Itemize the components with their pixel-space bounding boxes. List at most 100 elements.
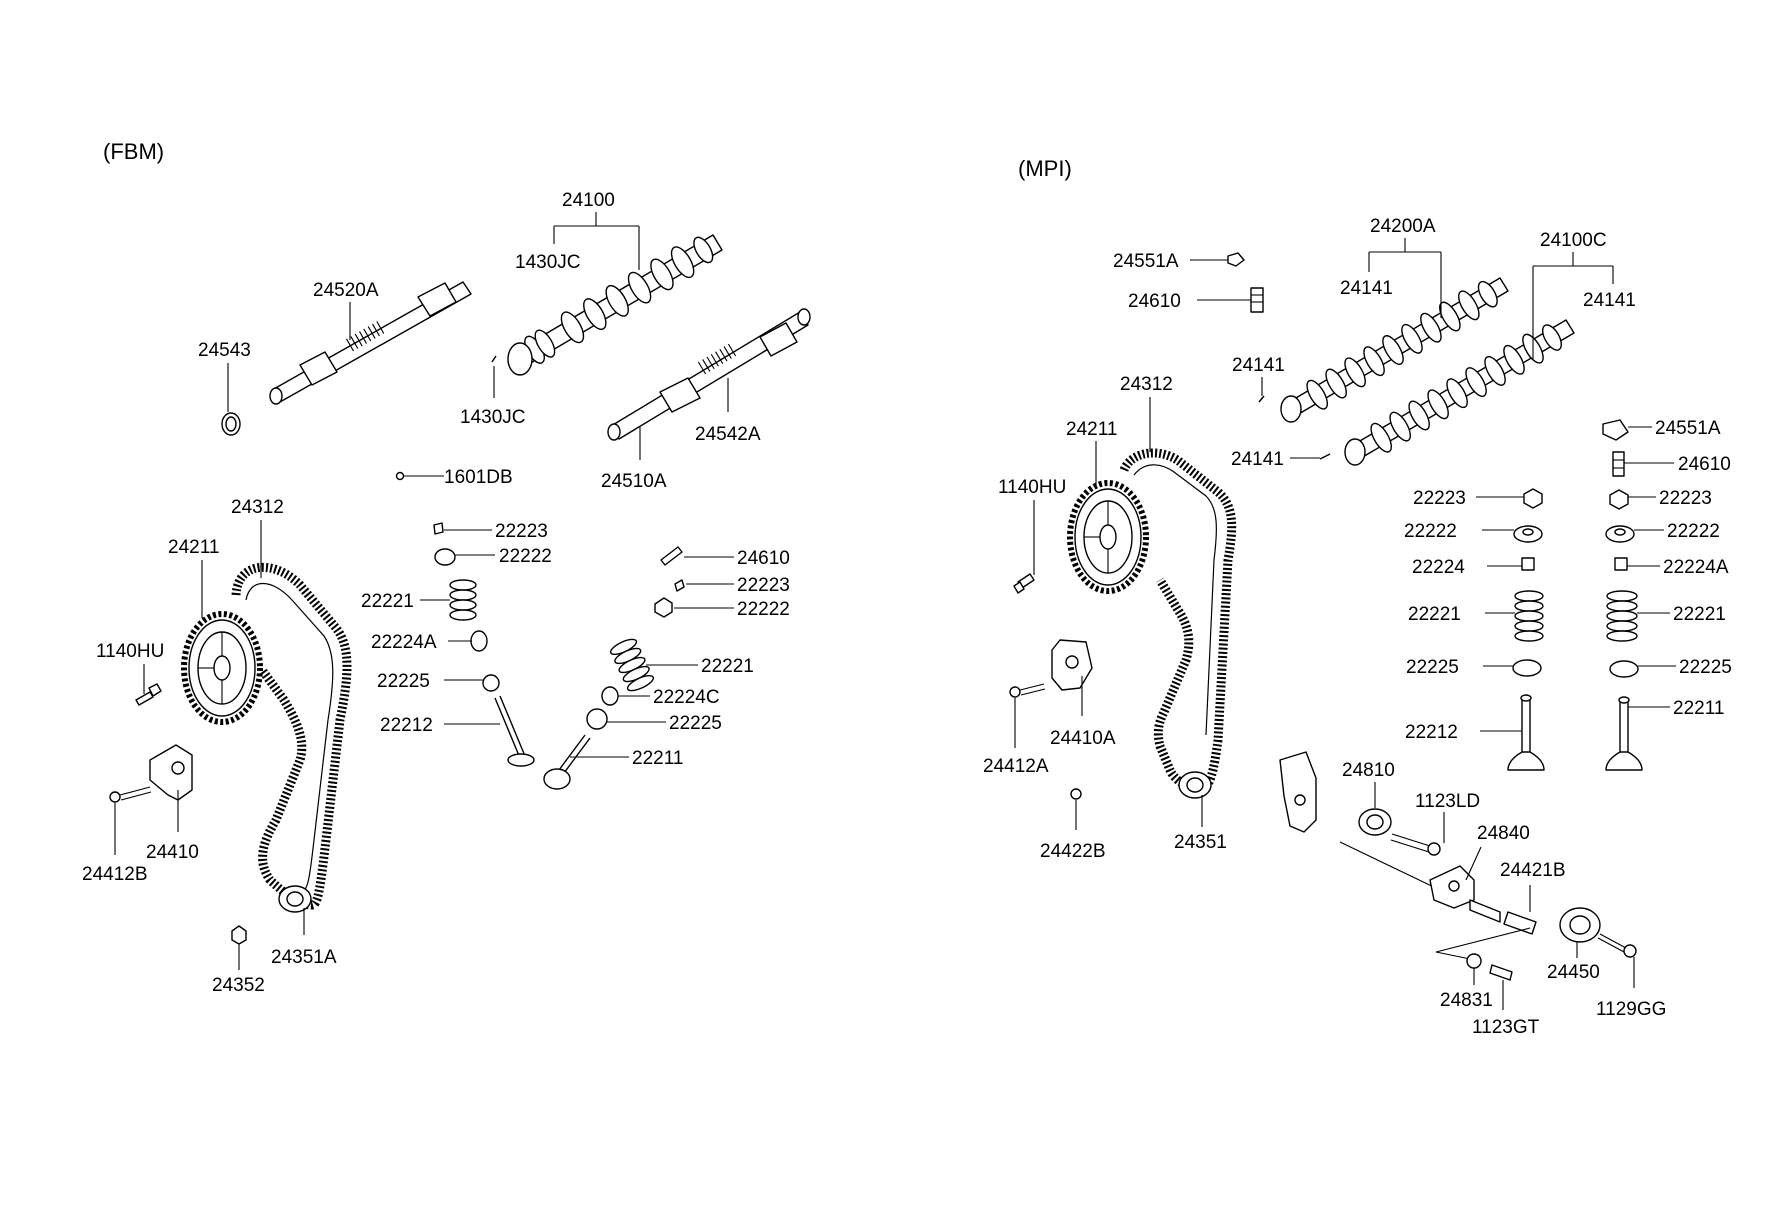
label-24520a: 24520A xyxy=(313,280,379,301)
idler-24450 xyxy=(1559,907,1601,943)
spring-22221-r xyxy=(1606,590,1638,642)
label-22224c: 22224C xyxy=(653,687,720,708)
label-22225-r: 22225 xyxy=(1679,657,1732,678)
camshaft-24100c xyxy=(1344,319,1575,466)
crank-sprocket-24351a xyxy=(278,885,312,913)
label-22212-mpi: 22212 xyxy=(1405,722,1458,743)
camshaft-24200a xyxy=(1280,277,1509,423)
seal-22224c xyxy=(601,686,619,706)
idler-24810 xyxy=(1358,808,1392,836)
label-24551a-top: 24551A xyxy=(1113,251,1179,272)
label-24141-c: 24141 xyxy=(1232,355,1285,376)
valve-stack-mpi-left xyxy=(1507,488,1545,771)
retainer-22222-b xyxy=(654,597,673,618)
label-24410: 24410 xyxy=(146,842,199,863)
spring-22221-a xyxy=(449,579,477,621)
label-24422b: 24422B xyxy=(1040,841,1106,862)
label-22225-a: 22225 xyxy=(377,671,430,692)
label-24100c: 24100C xyxy=(1540,230,1607,251)
label-24412b: 24412B xyxy=(82,864,148,885)
leader-24100c xyxy=(1532,252,1614,360)
tensioner-bracket xyxy=(1279,751,1317,833)
label-22221-a: 22221 xyxy=(361,591,414,612)
label-22223-b: 22223 xyxy=(737,575,790,596)
timing-belt-24312-fbm xyxy=(231,562,352,910)
cam-sprocket-24211-fbm xyxy=(181,611,263,725)
pin-24141-d xyxy=(1319,453,1331,460)
bolt-1123gt xyxy=(1489,964,1513,981)
label-24352: 24352 xyxy=(212,975,265,996)
label-22222-r: 22222 xyxy=(1667,521,1720,542)
bolt-1140hu-mpi xyxy=(1013,573,1035,594)
seat-22225-a xyxy=(482,674,500,692)
label-22224a-mpi: 22224A xyxy=(1663,557,1729,578)
tensioner-24410a xyxy=(1051,639,1093,691)
label-24100: 24100 xyxy=(562,190,615,211)
camshaft-24100 xyxy=(507,234,723,376)
label-24410a: 24410A xyxy=(1050,728,1116,749)
label-1601db: 1601DB xyxy=(444,467,513,488)
bolt-24412a xyxy=(1009,683,1046,698)
bolt-1129gg xyxy=(1597,933,1637,958)
label-24840: 24840 xyxy=(1477,823,1530,844)
label-24542a: 24542A xyxy=(695,424,761,445)
label-24141-a: 24141 xyxy=(1340,278,1393,299)
label-22222-l: 22222 xyxy=(1404,521,1457,542)
label-24351a: 24351A xyxy=(271,947,337,968)
collet-22223-l xyxy=(1523,488,1543,509)
valve-stack-mpi-right xyxy=(1605,489,1643,771)
label-24211-fbm: 24211 xyxy=(168,537,219,558)
label-22211-fbm: 22211 xyxy=(632,748,683,769)
lash-adjuster-24610 xyxy=(660,546,683,566)
label-24200a: 24200A xyxy=(1370,216,1436,237)
rocker-shaft-24520a xyxy=(269,281,472,405)
washer-24831 xyxy=(1466,953,1482,969)
retainer-22222-a xyxy=(434,548,456,566)
lash-adjuster-24610-right xyxy=(1612,451,1625,477)
label-1430jc-top: 1430JC xyxy=(515,252,581,273)
leader-24100 xyxy=(553,212,640,270)
pin-1430jc xyxy=(491,355,497,363)
label-24421b: 24421B xyxy=(1500,860,1566,881)
valve-stack-fbm-right xyxy=(543,546,685,790)
spring-22221-l xyxy=(1514,590,1544,642)
collet-22223-r xyxy=(1609,489,1629,510)
label-24211-mpi: 24211 xyxy=(1066,419,1117,440)
cap-24551a-top xyxy=(1227,252,1245,267)
label-1430jc-pin: 1430JC xyxy=(460,407,526,428)
seal-22224a-mpi xyxy=(1614,557,1628,571)
seat-22225-l xyxy=(1512,659,1542,677)
label-1129gg: 1129GG xyxy=(1596,999,1666,1020)
cap-24551a-right xyxy=(1602,419,1629,441)
label-22222-b: 22222 xyxy=(737,599,790,620)
label-22223-r: 22223 xyxy=(1659,488,1712,509)
collet-22223-b xyxy=(674,579,685,592)
label-22222-a: 22222 xyxy=(499,546,552,567)
label-24551a-right: 24551A xyxy=(1655,418,1721,439)
label-24141-d: 24141 xyxy=(1231,449,1284,470)
bolt-1123ld xyxy=(1390,833,1441,856)
rocker-shaft-24542a xyxy=(607,308,811,441)
collet-22223-a xyxy=(433,522,444,535)
label-1140hu-fbm: 1140HU xyxy=(96,641,164,662)
label-1140hu-mpi: 1140HU xyxy=(998,477,1066,498)
label-24450: 24450 xyxy=(1547,962,1600,983)
timing-belt-24312-mpi xyxy=(1119,448,1237,795)
section-title-mpi: (MPI) xyxy=(1018,156,1072,181)
valve-stack-fbm-left xyxy=(433,522,535,767)
label-22221-r: 22221 xyxy=(1673,604,1726,625)
label-1123gt: 1123GT xyxy=(1472,1017,1540,1038)
cam-sprocket-24211-mpi xyxy=(1067,480,1149,594)
label-24141-b: 24141 xyxy=(1583,290,1636,311)
label-22225-l: 22225 xyxy=(1406,657,1459,678)
valve-22211 xyxy=(543,734,591,790)
label-24510a: 24510A xyxy=(601,471,667,492)
tensioner-24410 xyxy=(149,744,193,801)
label-22225-b: 22225 xyxy=(669,713,722,734)
pin-24141-c xyxy=(1258,395,1265,403)
label-24543: 24543 xyxy=(198,340,251,361)
label-24412a: 24412A xyxy=(983,756,1049,777)
label-22224: 22224 xyxy=(1412,557,1465,578)
label-24610-fbm: 24610 xyxy=(737,548,790,569)
